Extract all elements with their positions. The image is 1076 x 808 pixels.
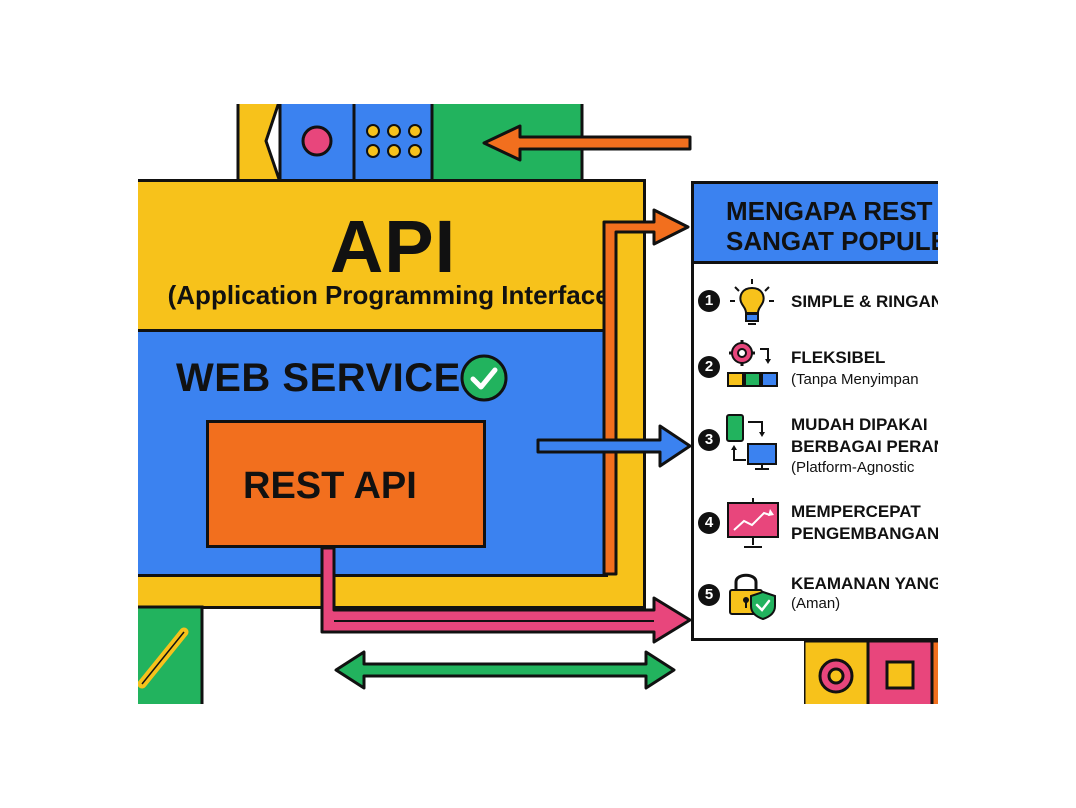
lightbulb-icon [730, 279, 774, 325]
item-title: MUDAH DIPAKAI [791, 415, 928, 434]
item-number: 5 [698, 584, 720, 606]
green-corner-tile [138, 605, 204, 704]
item-title-line2: PENGEMBANGAN [791, 524, 938, 543]
item-title: KEAMANAN YANG [791, 574, 938, 593]
gear-blocks-icon [727, 340, 778, 387]
presentation-chart-icon [727, 498, 779, 548]
yellow-slash-icon [138, 627, 189, 689]
web-service-title: WEB SERVICE [176, 356, 461, 400]
top-decor [236, 104, 692, 184]
panel-title-line1: MENGAPA REST API [726, 196, 938, 226]
item-number: 4 [698, 512, 720, 534]
item-number: 2 [698, 356, 720, 378]
item-title: MEMPERCEPAT [791, 502, 921, 521]
panel-body [691, 261, 938, 641]
green-double-arrow-icon [334, 650, 676, 690]
devices-sync-icon [726, 414, 777, 470]
item-title: SIMPLE & RINGAN [791, 292, 938, 311]
yellow-ribbon-shape [236, 104, 283, 184]
pink-dot-icon [301, 125, 333, 157]
item-subtitle: (Tanpa Menyimpan [791, 371, 919, 388]
padlock-shield-icon [729, 573, 776, 620]
bottom-decor [804, 641, 938, 704]
item-number: 1 [698, 290, 720, 312]
panel-title-line2: SANGAT POPULER [726, 226, 938, 256]
dot-grid-icon [366, 124, 422, 158]
api-subtitle: (Application Programming Interface) [167, 280, 619, 310]
item-subtitle: (Platform-Agnostic [791, 459, 915, 476]
check-circle-icon [460, 354, 508, 402]
item-subtitle: (Aman) [791, 595, 841, 612]
rest-api-label: REST API [243, 465, 417, 507]
item-number: 3 [698, 429, 720, 451]
orange-left-arrow-icon [482, 124, 692, 162]
api-title: API [329, 205, 457, 288]
item-title-line2: BERBAGAI PERANGKAT [791, 437, 938, 456]
square-icon [885, 660, 915, 690]
diagram-frame: API (Application Programming Interface) … [138, 104, 938, 704]
orange-tile [930, 641, 938, 704]
item-title: FLEKSIBEL [791, 348, 886, 367]
panel-header: MENGAPA REST API SANGAT POPULER [691, 181, 938, 264]
